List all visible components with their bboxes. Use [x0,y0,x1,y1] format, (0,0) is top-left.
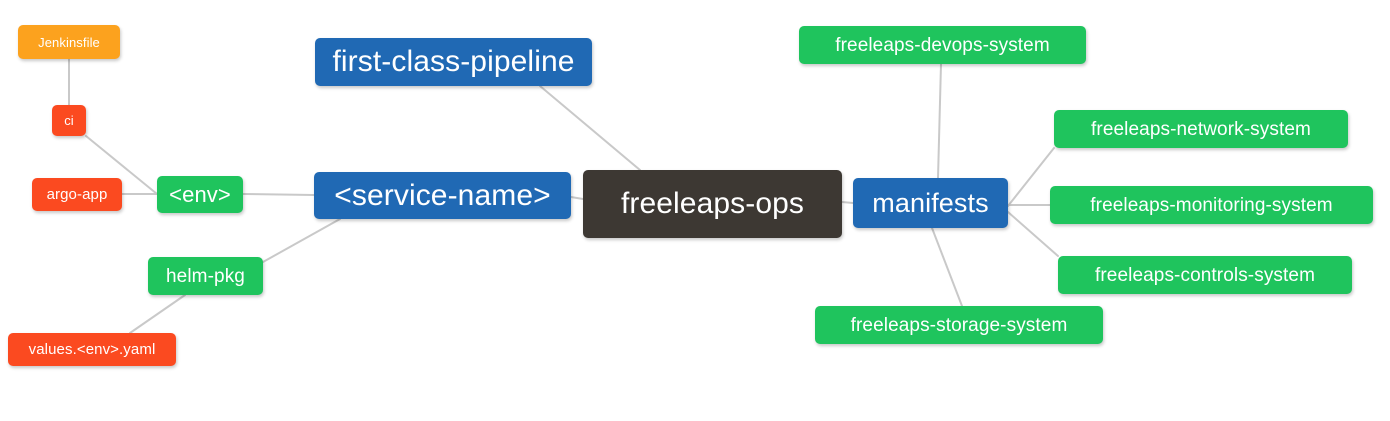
mindmap-node-env[interactable]: <env> [157,176,243,213]
edge-env-to-service-name [242,193,315,196]
mindmap-node-freeleaps-ops[interactable]: freeleaps-ops [583,170,842,238]
mindmap-node-label: freeleaps-network-system [1091,118,1311,140]
edge-pipeline-to-freeleaps-ops [539,85,641,171]
edge-manifests-to-storage [931,227,963,307]
edge-service-name-to-freeleaps-ops [570,196,584,200]
mindmap-node-label: freeleaps-devops-system [835,34,1050,56]
mindmap-node-label: argo-app [46,186,108,203]
mindmap-node-jenkinsfile[interactable]: Jenkinsfile [18,25,120,59]
mindmap-node-devops[interactable]: freeleaps-devops-system [799,26,1086,64]
mindmap-node-label: ci [64,113,74,128]
mindmap-node-label: freeleaps-ops [620,187,805,220]
edge-freeleaps-ops-to-manifests [841,201,854,204]
mindmap-node-label: values.<env>.yaml [28,341,156,358]
edge-manifests-to-network [1007,147,1055,207]
mindmap-node-service-name[interactable]: <service-name> [314,172,571,219]
mindmap-node-values-yaml[interactable]: values.<env>.yaml [8,333,176,366]
edge-values-yaml-to-helm-pkg [129,294,186,334]
mindmap-node-label: freeleaps-storage-system [850,314,1068,336]
mindmap-node-label: <env> [169,181,231,207]
mindmap-node-manifests[interactable]: manifests [853,178,1008,228]
mindmap-node-controls[interactable]: freeleaps-controls-system [1058,256,1352,294]
edge-manifests-to-devops [937,63,942,179]
mindmap-node-network[interactable]: freeleaps-network-system [1054,110,1348,148]
mindmap-node-label: manifests [872,187,989,218]
mindmap-node-monitoring[interactable]: freeleaps-monitoring-system [1050,186,1373,224]
edge-helm-pkg-to-service-name [262,218,341,263]
mindmap-node-storage[interactable]: freeleaps-storage-system [815,306,1103,344]
mindmap-node-label: freeleaps-monitoring-system [1090,194,1333,216]
mindmap-node-argo-app[interactable]: argo-app [32,178,122,211]
mindmap-node-pipeline[interactable]: first-class-pipeline [315,38,592,86]
mindmap-node-label: Jenkinsfile [38,34,100,50]
mindmap-node-helm-pkg[interactable]: helm-pkg [148,257,263,295]
mindmap-node-label: first-class-pipeline [332,45,575,78]
mindmap-node-ci[interactable]: ci [52,105,86,136]
mindmap-node-label: helm-pkg [166,265,245,287]
mindmap-node-label: <service-name> [334,178,551,212]
mindmap-node-label: freeleaps-controls-system [1094,264,1316,286]
